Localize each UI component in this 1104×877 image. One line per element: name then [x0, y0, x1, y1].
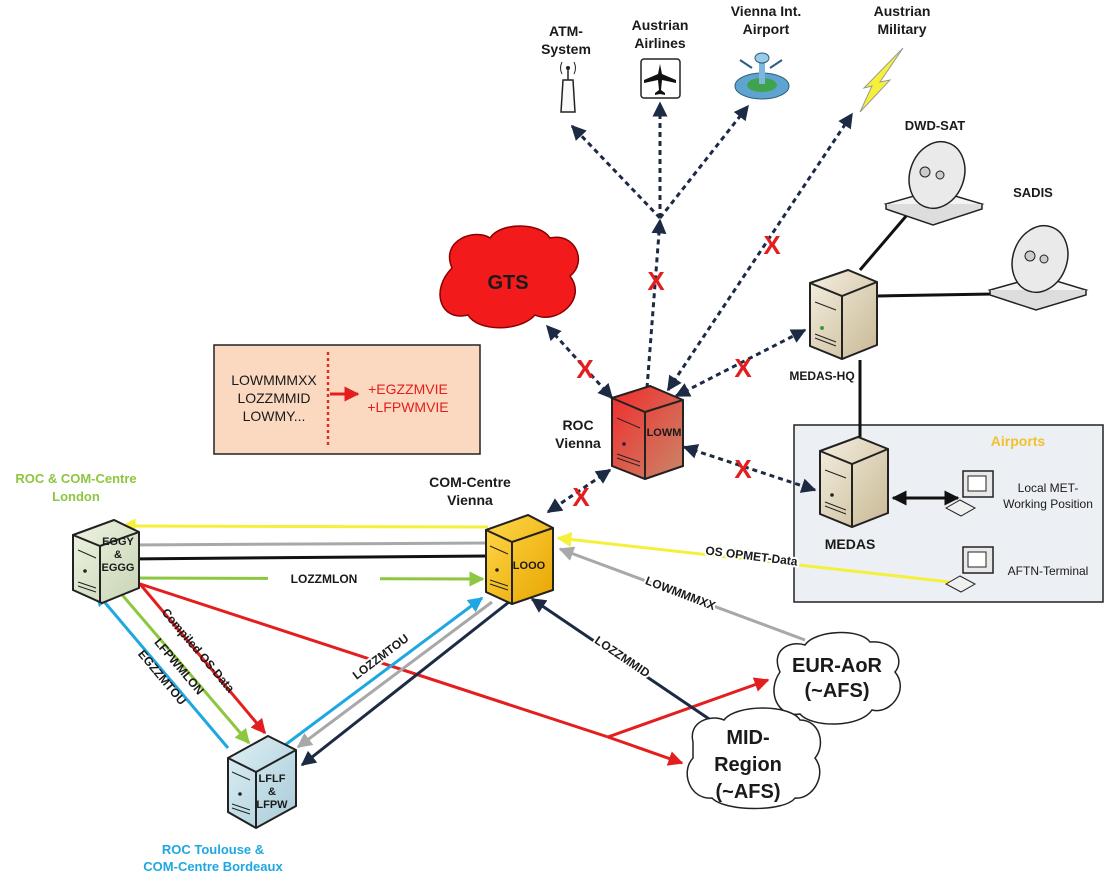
server-com-vienna [485, 513, 554, 606]
link-com-toulouse-gray [296, 600, 493, 749]
london-code: & [114, 549, 122, 561]
gts-label: GTS [487, 272, 528, 294]
link-medashq-sadis [877, 292, 994, 298]
link-compiled-os [138, 583, 267, 735]
toulouse-label: ROC Toulouse & [162, 842, 264, 857]
workstation-icon [944, 470, 994, 517]
server-roc-vienna [611, 384, 684, 481]
gts-cloud [439, 225, 580, 329]
link-to-mid [607, 735, 684, 766]
medas-hq-label: MEDAS-HQ [789, 369, 854, 383]
com-vienna-label: Vienna [447, 492, 493, 508]
mid-region-label: Region [714, 754, 782, 776]
link-lfpwmlon [116, 589, 251, 745]
server-medas-hq [809, 268, 878, 361]
dwd-sat-label: DWD-SAT [905, 118, 965, 133]
link-egzzmtou [94, 590, 230, 749]
atm-label: ATM- [549, 23, 583, 39]
roc-vienna-label: Vienna [555, 435, 601, 451]
link-lozzmtou [284, 596, 484, 747]
server-medas [819, 435, 889, 529]
label-lozzmmid: LOZZMMID [592, 633, 653, 680]
link-medashq-dwd [858, 214, 909, 271]
label-lowmmmxx: LOWMMMXX [643, 573, 717, 613]
airport-tower-icon [734, 52, 790, 100]
airlines-label: Airlines [634, 35, 686, 51]
link-roc-medashq [674, 328, 807, 398]
lightning-icon [859, 47, 904, 113]
aftn-label: AFTN-Terminal [1008, 564, 1089, 578]
antenna-icon [560, 61, 576, 113]
link-com-toulouse-navy [300, 600, 510, 767]
local-met-label: Working Position [1003, 497, 1093, 511]
london-code: EGGY [102, 536, 134, 548]
link-hub-atm [570, 124, 662, 220]
mid-region-cloud [686, 707, 822, 810]
military-label: Military [877, 21, 926, 37]
toulouse-label: COM-Centre Bordeaux [143, 859, 283, 874]
workstation-icon [944, 546, 994, 593]
airlines-label: Austrian [632, 17, 689, 33]
link-roc-hub [645, 218, 667, 389]
toulouse-code: LFLF [259, 773, 286, 785]
server-london [72, 518, 140, 605]
eur-aor-label: EUR-AoR [792, 655, 883, 677]
link-roc-com [546, 468, 612, 514]
cut-marker-com: X [572, 482, 590, 512]
routing-input: LOWMMMXX [231, 372, 317, 388]
airport-label: Airport [743, 21, 790, 37]
airport-label: Vienna Int. [731, 3, 802, 19]
local-met-label: Local MET- [1018, 481, 1079, 495]
link-com-london-black [120, 551, 489, 567]
satellite-dish-icon [883, 140, 985, 226]
london-code: EGGG [101, 562, 134, 574]
link-com-london-yellow [120, 518, 489, 534]
atm-label: System [541, 41, 591, 57]
link-opmet [556, 532, 951, 584]
cut-marker-medashq: X [734, 353, 752, 383]
roc-vienna-label: ROC [562, 417, 593, 433]
routing-output: +EGZZMVIE [368, 381, 448, 397]
toulouse-code: & [268, 786, 276, 798]
link-lowmmmxx [558, 546, 806, 642]
sadis-label: SADIS [1013, 185, 1053, 200]
mid-region-label: (~AFS) [716, 781, 781, 803]
label-opmet: OS OPMET-Data [705, 543, 799, 568]
routing-input: LOZZMMID [237, 390, 310, 406]
cut-marker-military: X [763, 230, 781, 260]
london-label: London [52, 489, 100, 504]
link-lozzmmid [530, 597, 719, 727]
cut-marker-gts: X [576, 354, 594, 384]
airplane-icon [640, 58, 681, 99]
london-label: ROC & COM-Centre [15, 471, 136, 486]
military-label: Austrian [874, 3, 931, 19]
routing-input: LOWMY... [243, 408, 306, 424]
satellite-dish-icon [987, 224, 1089, 311]
cut-marker-hub: X [647, 266, 665, 296]
cut-marker-medas: X [734, 454, 752, 484]
label-lozzmlon: LOZZMLON [291, 572, 358, 586]
eur-aor-cloud [773, 631, 901, 725]
server-toulouse [227, 734, 297, 830]
medas-label: MEDAS [825, 536, 876, 552]
com-vienna-label: COM-Centre [429, 474, 511, 490]
link-roc-gts [545, 324, 614, 400]
link-hub-airport [658, 104, 750, 219]
airports-box-title: Airports [991, 433, 1046, 449]
routing-output: +LFPWMVIE [367, 399, 448, 415]
toulouse-code: LFPW [256, 799, 288, 811]
link-com-london-gray [120, 537, 489, 553]
mid-region-label: MID- [726, 727, 769, 749]
link-to-eur [607, 677, 770, 739]
roc-vienna-code: LOWM [647, 427, 682, 439]
link-london-clouds [127, 578, 609, 739]
eur-aor-label: (~AFS) [805, 680, 870, 702]
link-roc-medas [682, 444, 817, 493]
com-vienna-code: LOOO [513, 560, 546, 572]
